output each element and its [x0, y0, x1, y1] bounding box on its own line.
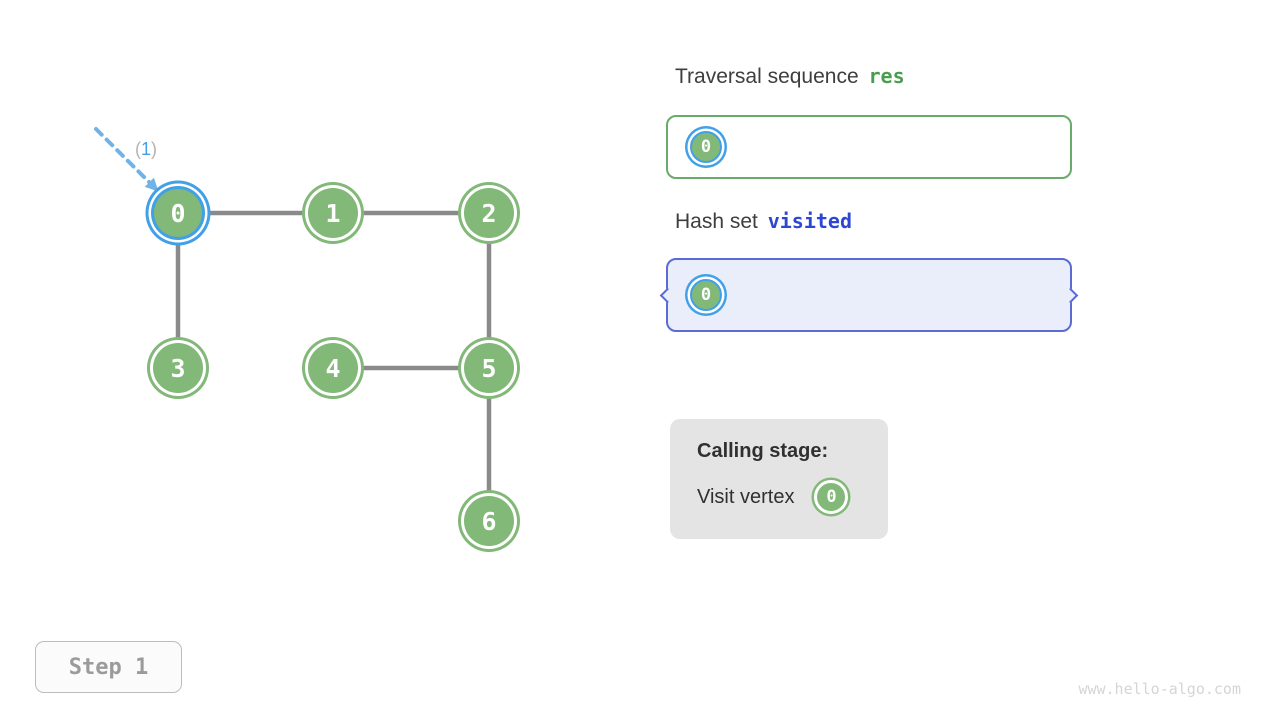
graph-node-1: 1: [302, 182, 364, 244]
entry-arrow-line: [94, 127, 152, 185]
entry-arrow-head: [144, 177, 159, 192]
graph-node-2: 2: [458, 182, 520, 244]
calling-stage-box: Calling stage: Visit vertex 0: [670, 419, 888, 539]
calling-vertex-chip: 0: [814, 480, 849, 514]
visited-box: 0: [666, 258, 1072, 332]
res-title-text: Traversal sequence: [675, 65, 859, 88]
calling-stage-row: Visit vertex 0: [697, 480, 861, 514]
calling-stage-title: Calling stage:: [697, 440, 829, 462]
visited-panel-title: Hash set visited: [675, 209, 852, 234]
graph-node-label: 4: [325, 354, 340, 383]
graph-node-label: 5: [481, 354, 496, 383]
graph-node-3: 3: [147, 337, 209, 399]
step-button[interactable]: Step 1: [35, 641, 182, 693]
graph-node-label: 1: [325, 199, 340, 228]
graph-node-label: 0: [170, 199, 185, 228]
graph-node-6: 6: [458, 490, 520, 552]
graph-node-4: 4: [302, 337, 364, 399]
graph-node-5: 5: [458, 337, 520, 399]
entry-arrow-label: (1): [135, 139, 157, 159]
graph-canvas: (1) 0 1 2 3 4 5 6: [94, 127, 520, 552]
vertex-chip-0: 0: [690, 131, 722, 163]
visited-title-code: visited: [767, 209, 853, 233]
res-title-code: res: [868, 64, 905, 88]
calling-action-text: Visit vertex: [697, 485, 795, 508]
res-box: 0: [666, 115, 1072, 179]
graph-node-label: 3: [170, 354, 185, 383]
visited-title-text: Hash set: [675, 210, 758, 233]
graph-node-label: 6: [481, 507, 496, 536]
vertex-chip-0: 0: [690, 279, 722, 311]
res-panel-title: Traversal sequence res: [675, 64, 905, 89]
watermark: www.hello-algo.com: [1078, 680, 1241, 698]
graph-node-0: 0: [145, 180, 211, 246]
graph-node-label: 2: [481, 199, 496, 228]
